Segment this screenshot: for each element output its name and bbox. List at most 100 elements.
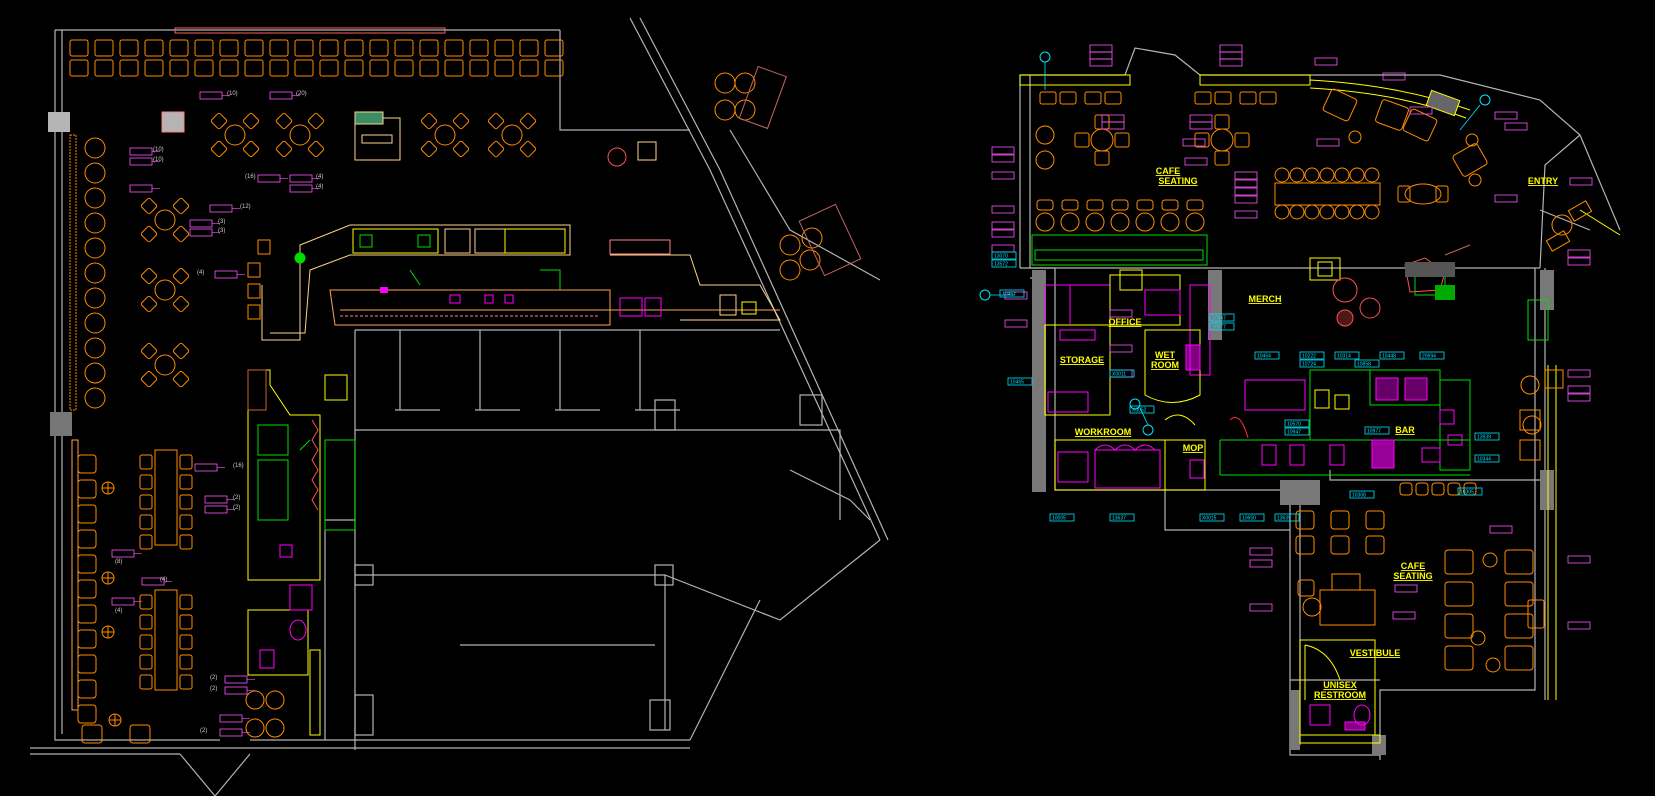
equipment-tag bbox=[1494, 111, 1518, 120]
equipment-tag bbox=[1109, 513, 1135, 522]
equipment-tag-code: 10977 bbox=[1367, 429, 1381, 435]
quantity-label: (16) bbox=[233, 463, 244, 469]
column bbox=[50, 412, 72, 436]
chair bbox=[169, 39, 189, 57]
room-label-vestibule: VESTIBULE bbox=[1350, 648, 1401, 658]
chair bbox=[119, 59, 139, 77]
room-label-wet-room-line2: ROOM bbox=[1151, 360, 1179, 370]
equipment-tag bbox=[1567, 393, 1591, 402]
chair bbox=[179, 494, 193, 510]
chair bbox=[179, 654, 193, 670]
banquette-seat bbox=[84, 162, 106, 184]
equipment-tag bbox=[1234, 195, 1258, 204]
chair bbox=[194, 59, 214, 77]
equipment-tag bbox=[1489, 525, 1513, 534]
chair bbox=[139, 514, 153, 530]
room-label-cafe-seating-bottom: CAFE bbox=[1401, 561, 1426, 571]
chair bbox=[179, 614, 193, 630]
equipment-tag-code: X0052 bbox=[1132, 408, 1147, 414]
equipment-tag bbox=[1364, 426, 1390, 435]
equipment-tag bbox=[1234, 187, 1258, 196]
chair bbox=[219, 39, 239, 57]
round-table-four-top bbox=[275, 112, 325, 158]
room-label-bar: BAR bbox=[1395, 425, 1415, 435]
communal-tables bbox=[139, 449, 193, 691]
column bbox=[48, 112, 70, 132]
equipment-tag-code: 13939 bbox=[1477, 435, 1491, 441]
left-back-of-house bbox=[247, 369, 356, 736]
equipment-tag bbox=[1299, 359, 1325, 368]
chair bbox=[94, 39, 114, 57]
room-label-cafe-seating-top: CAFE bbox=[1156, 166, 1181, 176]
chair bbox=[444, 59, 464, 77]
quantity-label: (8) bbox=[115, 559, 122, 565]
equipment-tag-code: X0015 bbox=[1202, 516, 1217, 522]
quantity-label: (16) bbox=[245, 174, 256, 180]
quantity-label: (10) bbox=[153, 157, 164, 163]
banquette-seat bbox=[84, 212, 106, 234]
equipment-tag-code: 10570 bbox=[1287, 422, 1301, 428]
equipment-tag-code: 10858 bbox=[1357, 362, 1371, 368]
chair bbox=[294, 39, 314, 57]
quantity-label: (3) bbox=[218, 228, 225, 234]
lounge-chair bbox=[77, 704, 97, 724]
equipment-tag bbox=[991, 221, 1015, 230]
equipment-tag bbox=[1007, 377, 1033, 386]
equipment-tag bbox=[1209, 313, 1235, 322]
equipment-tag bbox=[1474, 432, 1500, 441]
lounge-chair bbox=[77, 579, 97, 599]
equipment-tag bbox=[991, 146, 1015, 155]
left-plan-walls bbox=[30, 17, 889, 796]
quantity-label: (2) bbox=[200, 728, 207, 734]
chair bbox=[544, 39, 564, 57]
lounge-chair bbox=[77, 504, 97, 524]
chair bbox=[319, 59, 339, 77]
left-bar-counter bbox=[261, 224, 781, 341]
equipment-tag bbox=[1284, 427, 1310, 436]
room-label-storage: STORAGE bbox=[1060, 355, 1104, 365]
equipment-tag-code: 10344 bbox=[1477, 457, 1491, 463]
equipment-tag bbox=[1567, 249, 1591, 258]
equipment-tag bbox=[1249, 603, 1273, 612]
equipment-tag bbox=[199, 91, 223, 100]
equipment-tag-code: 10947 bbox=[1287, 430, 1301, 436]
bar-stools bbox=[247, 239, 306, 320]
chair bbox=[179, 594, 193, 610]
equipment-tag bbox=[1199, 513, 1225, 522]
equipment-tag bbox=[1316, 138, 1340, 147]
equipment-tag bbox=[991, 171, 1015, 180]
chair bbox=[179, 474, 193, 490]
equipment-tag bbox=[1249, 547, 1273, 556]
four-top-round-tables bbox=[140, 112, 537, 388]
left-floor-plan: (10)(20)(10)(10)(12)(3)(3)(4)(16)(4)(4)(… bbox=[30, 17, 889, 796]
chair bbox=[269, 39, 289, 57]
bar-area bbox=[1219, 369, 1477, 496]
left-plan-tags: (10)(20)(10)(10)(12)(3)(3)(4)(16)(4)(4)(… bbox=[111, 91, 323, 737]
chair bbox=[469, 39, 489, 57]
equipment-tag bbox=[1567, 369, 1591, 378]
chair bbox=[144, 39, 164, 57]
chair bbox=[179, 514, 193, 530]
equipment-tag-code: 10977 bbox=[1212, 325, 1226, 331]
chair bbox=[519, 59, 539, 77]
chair bbox=[244, 39, 264, 57]
lounge-chairs bbox=[77, 454, 285, 744]
equipment-tag bbox=[1379, 351, 1405, 360]
lounge-chair bbox=[77, 554, 97, 574]
chair bbox=[139, 534, 153, 550]
equipment-tag-code: 10305 bbox=[1460, 490, 1474, 496]
equipment-tag bbox=[269, 91, 293, 100]
equipment-tag bbox=[1354, 359, 1380, 368]
equipment-tag-code: 13637 bbox=[1112, 516, 1126, 522]
chair bbox=[319, 39, 339, 57]
room-labels: CAFE SEATING ENTRY MERCH OFFICE STORAGE … bbox=[1060, 166, 1558, 700]
equipment-tag bbox=[1567, 555, 1591, 564]
chair bbox=[139, 634, 153, 650]
chair bbox=[179, 634, 193, 650]
equipment-tag bbox=[1254, 351, 1280, 360]
equipment-tag bbox=[1101, 114, 1125, 123]
chair bbox=[519, 39, 539, 57]
equipment-tag bbox=[1349, 490, 1375, 499]
chair bbox=[139, 594, 153, 610]
chair bbox=[179, 674, 193, 690]
